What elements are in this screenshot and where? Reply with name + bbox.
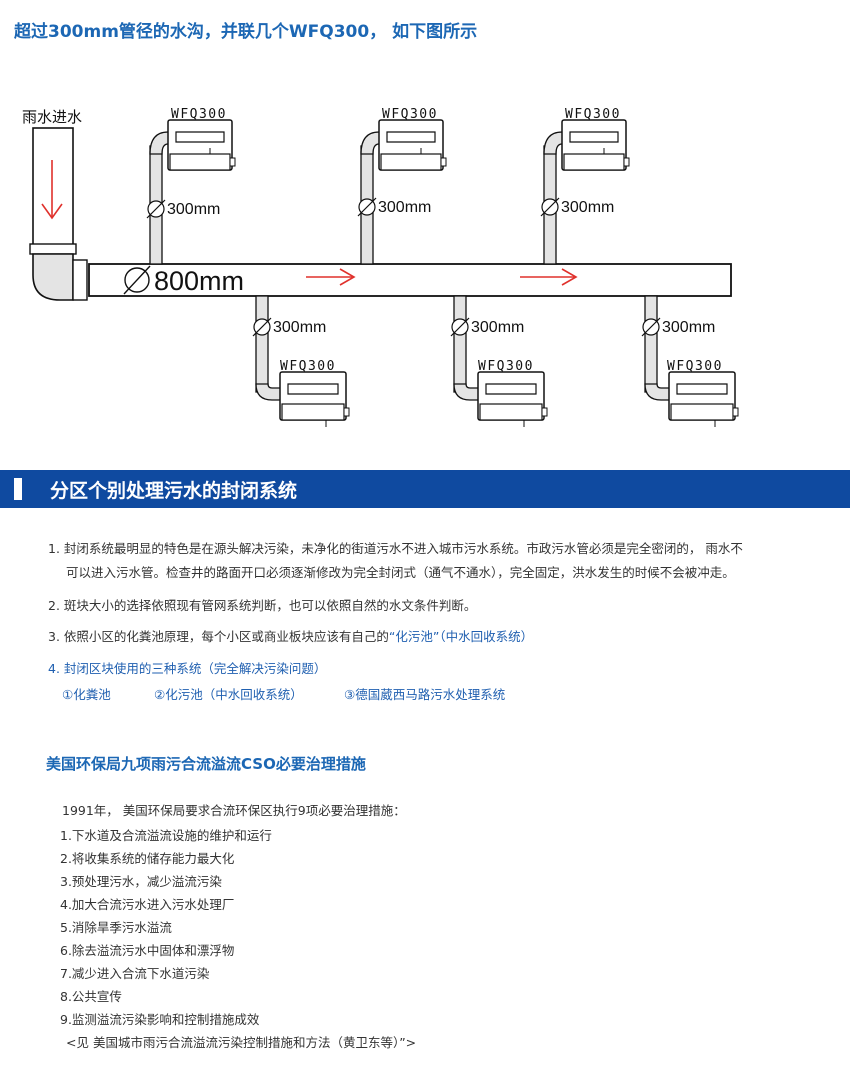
system-item: ②化污池（中水回收系统） [154, 687, 303, 702]
main-pipe-label: 800mm [154, 266, 244, 296]
paragraph-4: 4. 封闭区块使用的三种系统（完全解决污染问题） [48, 661, 327, 676]
section2-intro: 1991年， 美国环保局要求合流环保区执行9项必要治理措施： [62, 803, 406, 818]
lower-branch-1: WFQ300 300mm [252, 295, 350, 427]
branch-label: 300mm [471, 319, 524, 336]
device-label: WFQ300 [171, 107, 227, 122]
upper-branch-1: WFQ300 300mm [146, 107, 236, 265]
paragraph-3: 3. 依照小区的化粪池原理，每个小区或商业板块应该有自己的“化污池”（中水回收系… [48, 625, 533, 649]
paragraph-1-line-2: 可以进入污水管。检查井的路面开口必须逐渐修改为完全封闭式（通气不通水），完全固定… [66, 565, 735, 580]
upper-branch-2: WFQ300 300mm [357, 107, 447, 265]
down-arrow [41, 160, 63, 220]
measure-item: 4.加大合流污水进入污水处理厂 [60, 897, 235, 912]
inlet-label: 雨水进水 [22, 109, 82, 126]
section2-title: 美国环保局九项雨污合流溢流CSO必要治理措施 [46, 755, 366, 773]
system-item: ③德国葳西马路污水处理系统 [344, 687, 506, 702]
device-label: WFQ300 [382, 107, 438, 122]
device-label: WFQ300 [667, 359, 723, 374]
measure-item: 9.监测溢流污染影响和控制措施成效 [60, 1012, 260, 1027]
flow-arrow [306, 268, 356, 286]
source-citation: <见 美国城市雨污合流溢流污染控制措施和方法（黄卫东等）”> [66, 1035, 417, 1050]
measure-item: 3.预处理污水，减少溢流污染 [60, 874, 222, 889]
measure-item: 6.除去溢流污水中固体和漂浮物 [60, 943, 235, 958]
branch-label: 300mm [561, 199, 614, 216]
flow-arrow [520, 268, 578, 286]
device-label: WFQ300 [565, 107, 621, 122]
lower-branch-2: WFQ300 300mm [450, 295, 548, 427]
paragraph-2: 2. 斑块大小的选择依照现有管网系统判断，也可以依照自然的水文条件判断。 [48, 598, 477, 613]
top-title: 超过300mm管径的水沟，并联几个WFQ300， 如下图所示 [14, 22, 478, 42]
inlet-pipe [29, 127, 88, 301]
branch-label: 300mm [167, 201, 220, 218]
measure-item: 7.减少进入合流下水道污染 [60, 966, 210, 981]
system-item: ①化粪池 [62, 687, 111, 702]
paragraph-1-line-1: 1. 封闭系统最明显的特色是在源头解决污染，未净化的街道污水不进入城市污水系统。… [48, 541, 743, 556]
section1-title: 分区个别处理污水的封闭系统 [50, 480, 298, 502]
section-banner [0, 470, 850, 508]
pipe-diagram: 雨水进水 800mm WFQ300 300mm [22, 107, 739, 427]
measure-item: 5.消除旱季污水溢流 [60, 920, 172, 935]
device-label: WFQ300 [280, 359, 336, 374]
main-pipe-diameter-symbol [123, 265, 151, 295]
device-label: WFQ300 [478, 359, 534, 374]
measure-item: 8.公共宣传 [60, 989, 122, 1004]
branch-label: 300mm [378, 199, 431, 216]
upper-branch-3: WFQ300 300mm [540, 107, 630, 265]
paragraph-3-text: 3. 依照小区的化粪池原理，每个小区或商业板块应该有自己的 [48, 629, 389, 644]
branch-label: 300mm [273, 319, 326, 336]
measure-item: 1.下水道及合流溢流设施的维护和运行 [60, 828, 272, 843]
main-pipe [88, 263, 732, 297]
lower-branch-3: WFQ300 300mm [641, 295, 739, 427]
measure-item: 2.将收集系统的储存能力最大化 [60, 851, 235, 866]
banner-accent [14, 478, 22, 500]
paragraph-3-highlight: “化污池”（中水回收系统） [388, 629, 534, 644]
branch-label: 300mm [662, 319, 715, 336]
